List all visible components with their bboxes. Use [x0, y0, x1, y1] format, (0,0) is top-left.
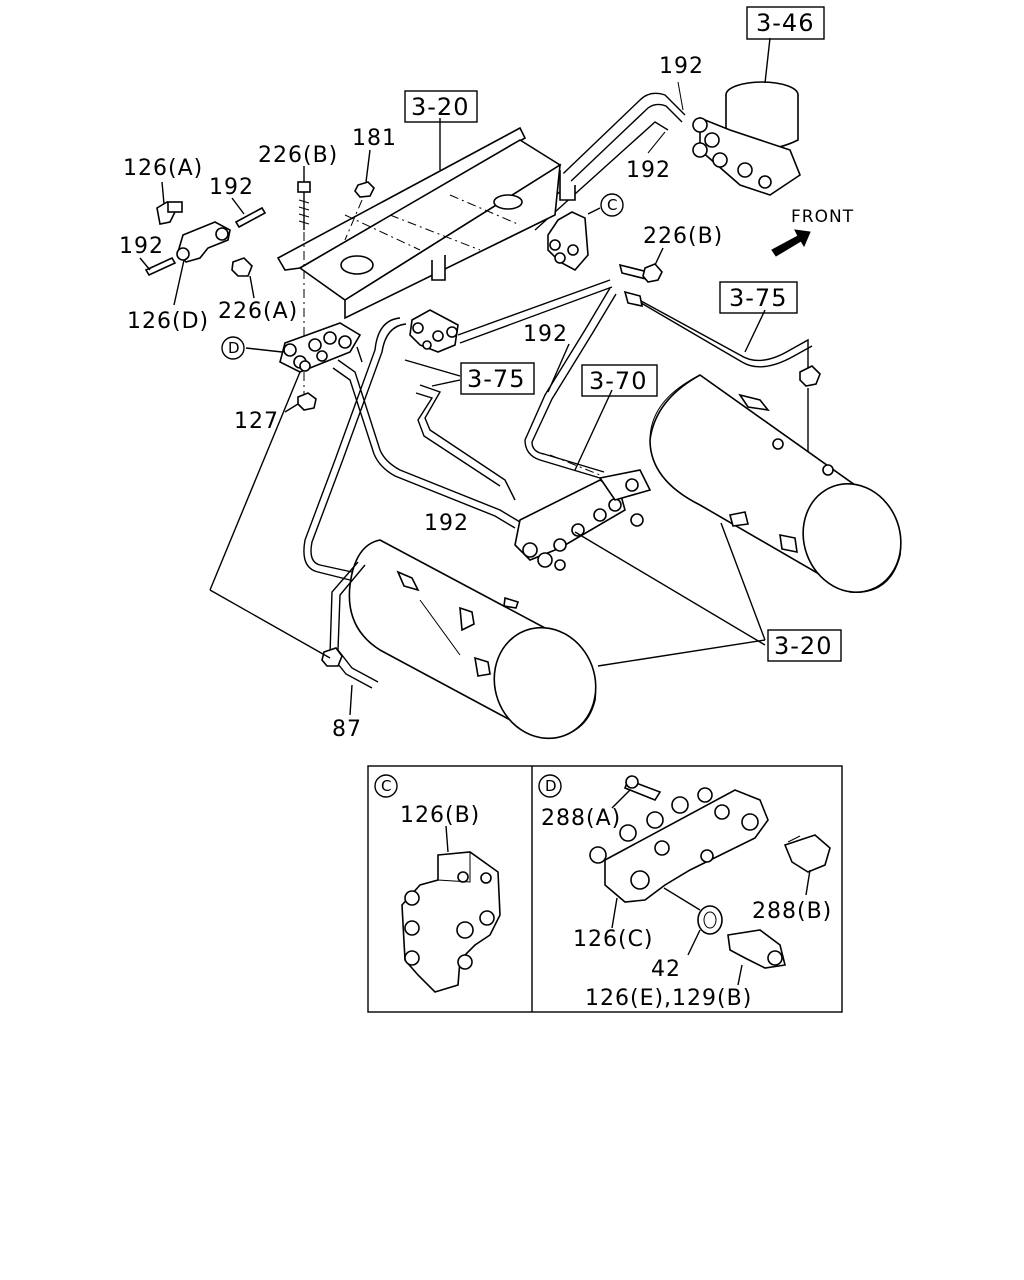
- ref-3-20-bottom: 3-20: [774, 632, 832, 660]
- bolt-226a: [231, 257, 255, 299]
- drawing-lines: [139, 37, 902, 740]
- ref-3-46: 3-46: [756, 9, 814, 37]
- tube-192-left-lower: [139, 256, 177, 277]
- front-arrow: [771, 229, 811, 257]
- label-126a: 126(A): [123, 156, 203, 181]
- air-dryer: [692, 37, 801, 196]
- label-42: 42: [651, 957, 681, 982]
- nut-127: [284, 372, 317, 413]
- label-126e-129b: 126(E),129(B): [585, 986, 752, 1011]
- air-tank-bottom: [348, 539, 597, 740]
- frame-crossmember: [276, 118, 576, 320]
- label-192-left: 192: [209, 175, 254, 200]
- label-288a: 288(A): [541, 806, 621, 831]
- label-226b-right: 226(B): [643, 224, 723, 249]
- callout-c: C: [607, 196, 617, 214]
- label-126c: 126(C): [573, 927, 654, 952]
- inset-c-letter: C: [381, 777, 391, 795]
- label-192-lower: 192: [424, 511, 469, 536]
- inset-d-letter: D: [545, 777, 557, 795]
- callout-d: D: [228, 339, 240, 357]
- label-226b-top: 226(B): [258, 143, 338, 168]
- label-87: 87: [332, 717, 362, 742]
- label-226a: 226(A): [218, 299, 298, 324]
- tube-192-left-upper: [231, 197, 267, 229]
- relay-valve: [409, 279, 613, 353]
- label-181: 181: [352, 126, 397, 151]
- label-127: 127: [234, 409, 279, 434]
- valve-3-70-cluster: [514, 454, 652, 571]
- ref-3-20-top: 3-20: [411, 93, 469, 121]
- label-192-left2: 192: [119, 234, 164, 259]
- ref-3-70: 3-70: [589, 367, 647, 395]
- ref-3-75-center: 3-75: [467, 365, 525, 393]
- tee-126d: [173, 221, 231, 306]
- bolt-226b-right: [618, 247, 664, 283]
- label-192-mid: 192: [523, 322, 568, 347]
- nut-181: [354, 149, 375, 198]
- inset-d-manifold: [589, 775, 831, 986]
- pipe-87: [321, 561, 379, 716]
- valve-c-mount: [547, 207, 601, 272]
- label-126b: 126(B): [400, 803, 480, 828]
- bolt-226b-top: [297, 166, 311, 230]
- label-192-top2: 192: [626, 158, 671, 183]
- ref-3-75-right: 3-75: [729, 284, 787, 312]
- label-192-top: 192: [659, 54, 704, 79]
- label-288b: 288(B): [752, 899, 832, 924]
- inset-c-valve: [401, 825, 501, 993]
- fitting-126a: [156, 181, 183, 225]
- label-front: FRONT: [791, 207, 854, 227]
- air-tank-right: [649, 374, 902, 641]
- manifold-d: [245, 322, 362, 373]
- label-126d: 126(D): [127, 309, 209, 334]
